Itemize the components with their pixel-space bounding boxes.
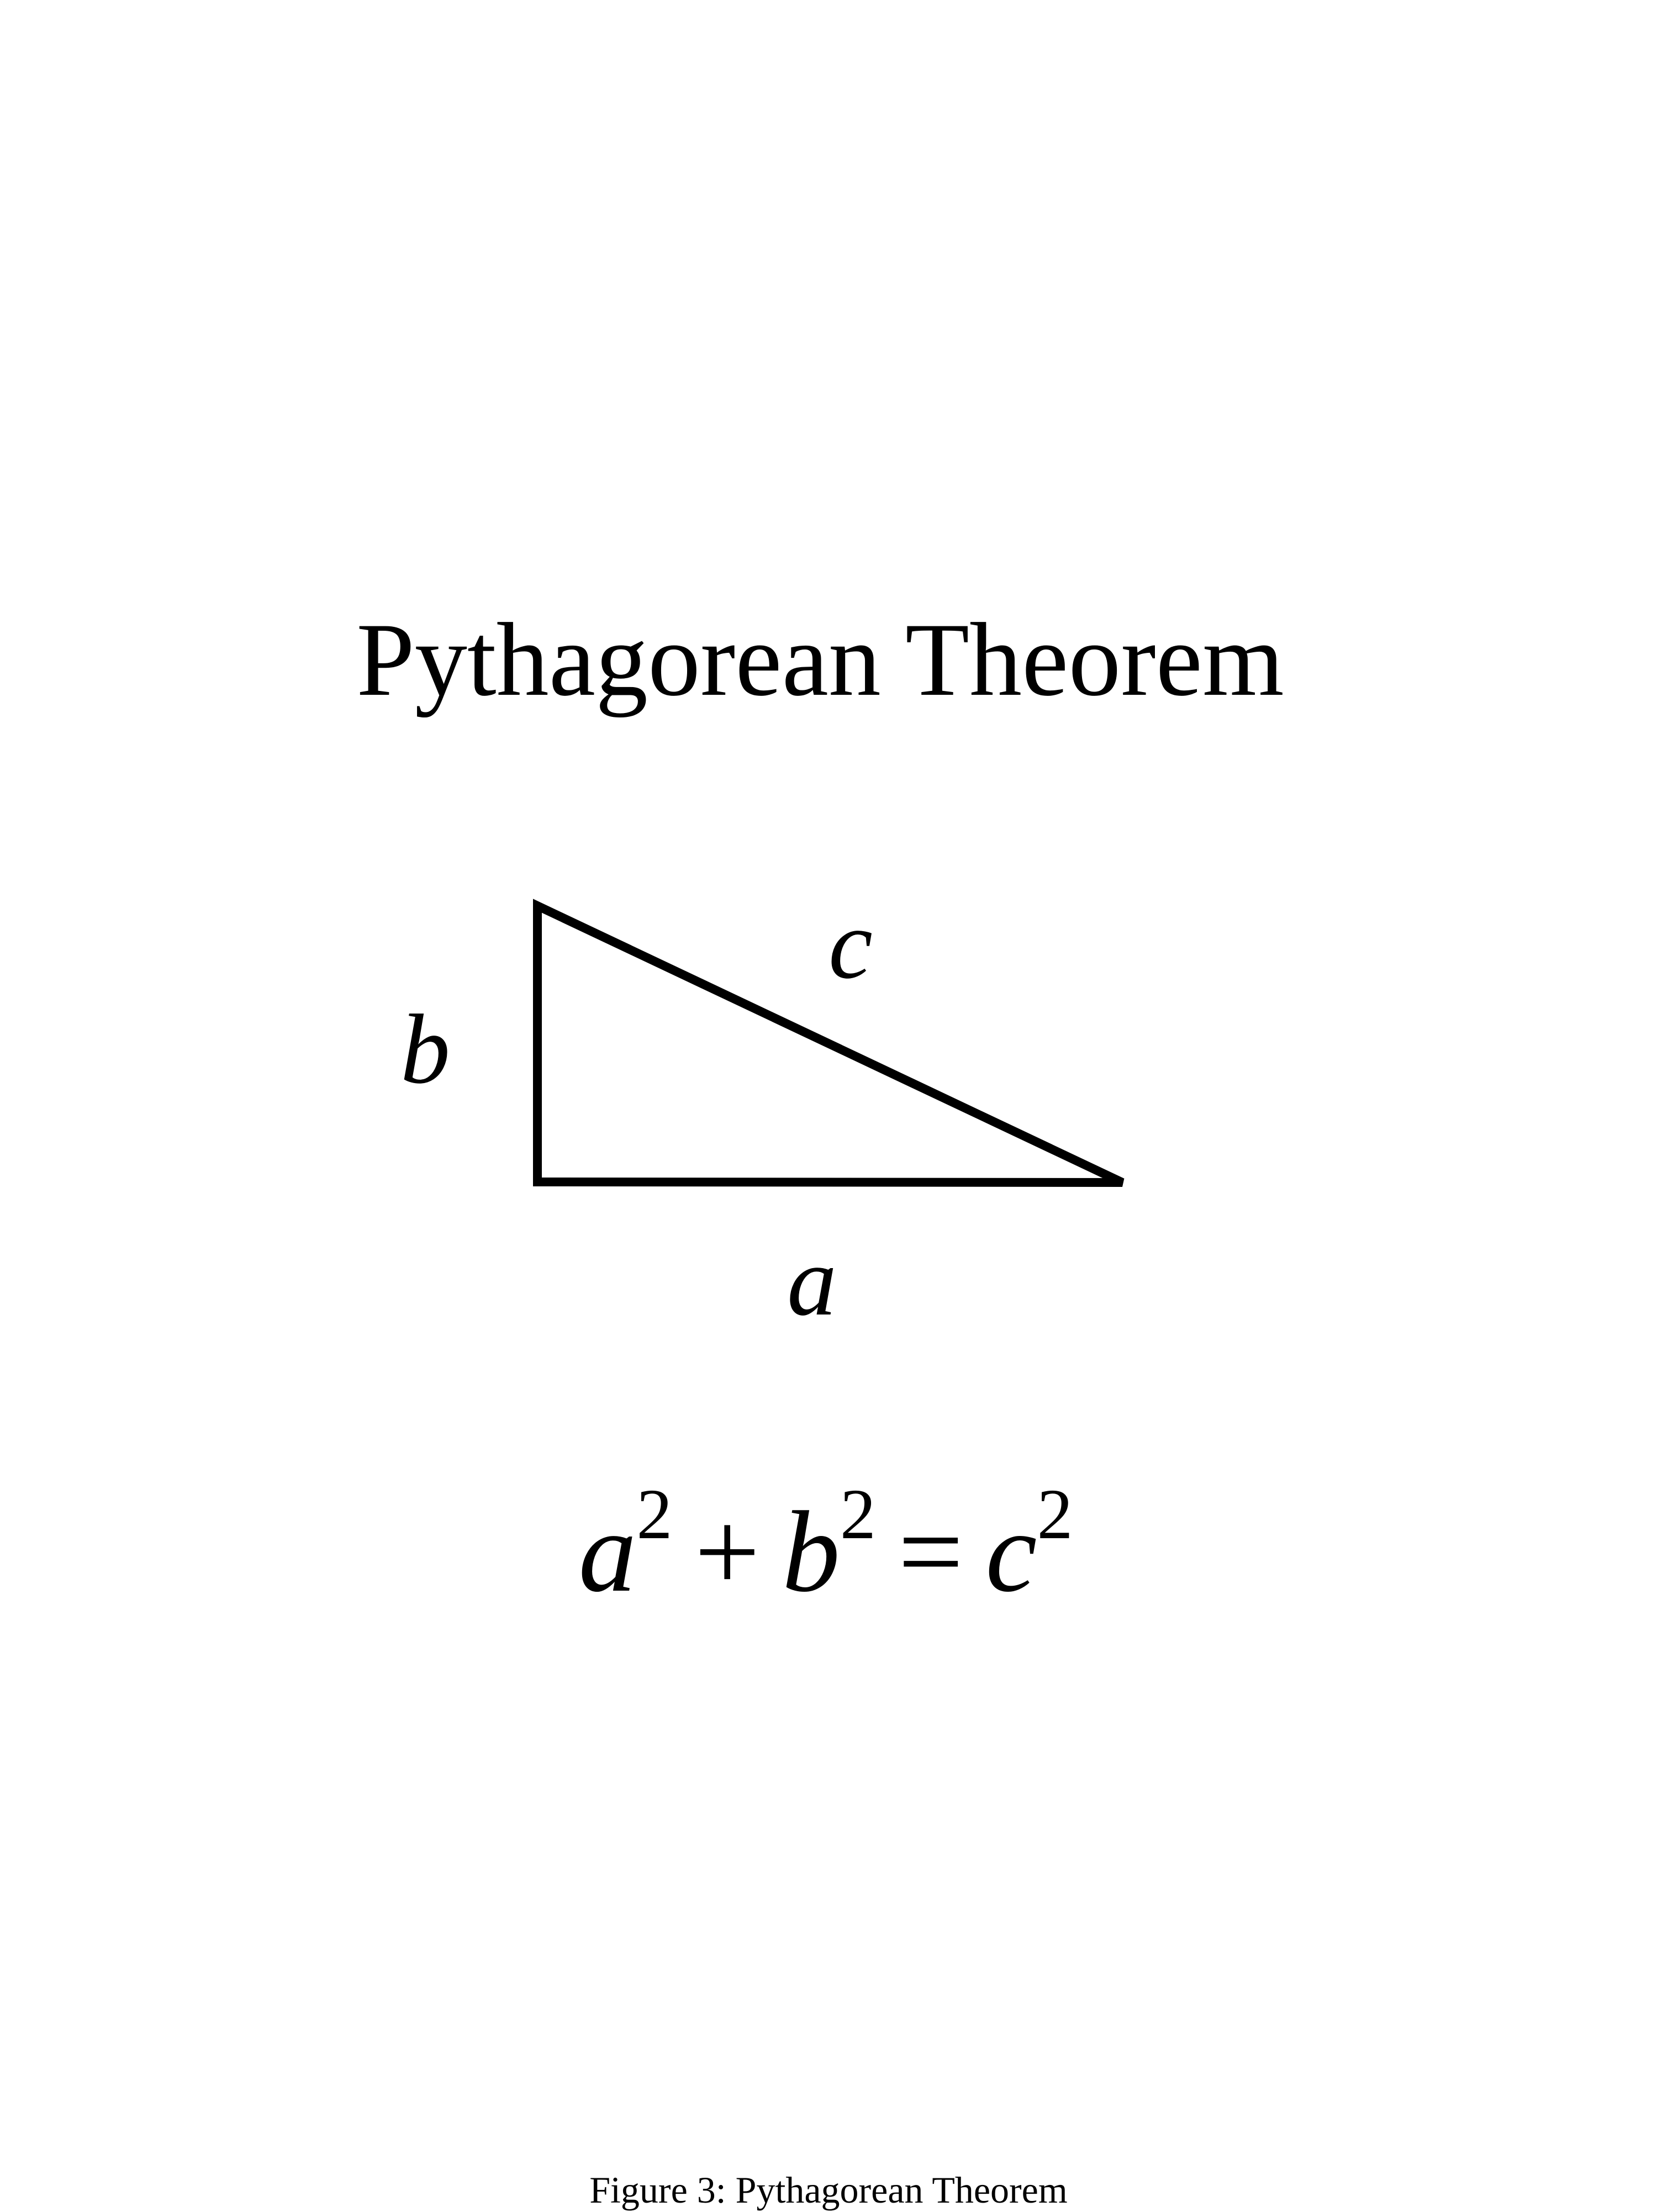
pythagorean-equation: a2+b2=c2 [0, 1479, 1651, 1624]
equation-b-exponent: 2 [840, 1475, 876, 1554]
side-a-label: a [787, 1226, 837, 1336]
page-title: Pythagorean Theorem [356, 602, 1284, 718]
equation-c-exponent: 2 [1037, 1475, 1073, 1554]
equation-b: b [782, 1488, 840, 1616]
equation-a-exponent: 2 [636, 1475, 673, 1554]
hypotenuse-c-label: c [828, 889, 873, 999]
equation-c: c [985, 1488, 1037, 1616]
equation-equals: = [898, 1488, 964, 1616]
side-b-label: b [400, 994, 450, 1104]
equation-a: a [578, 1488, 637, 1616]
figure-caption: Figure 3: Pythagorean Theorem [589, 2169, 1068, 2211]
equation-plus: + [694, 1488, 760, 1616]
